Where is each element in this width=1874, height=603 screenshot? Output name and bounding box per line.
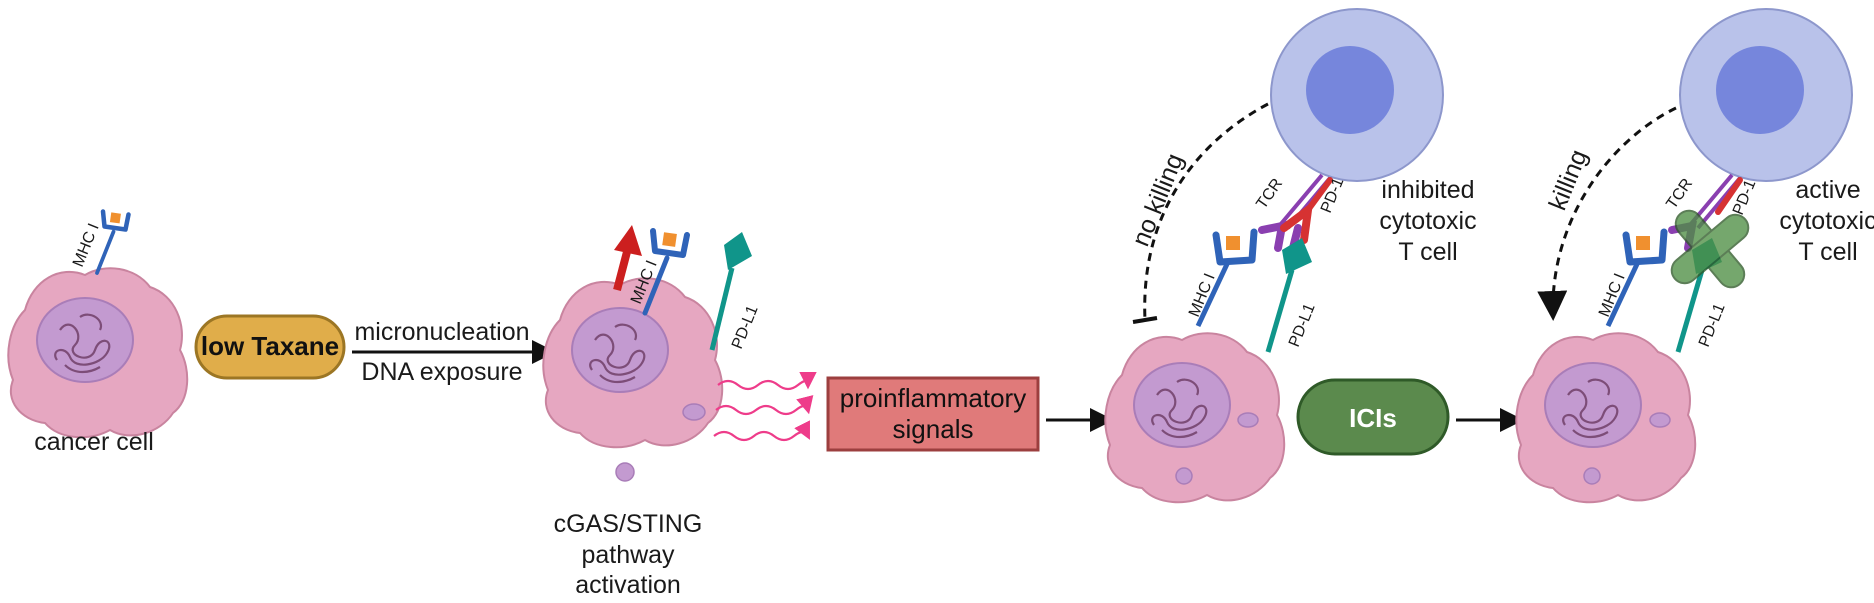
mhc-label-1: MHC I — [70, 221, 103, 269]
proinflammatory-label-2: signals — [893, 414, 974, 444]
inhibited-label-1: inhibited — [1381, 176, 1474, 204]
tcr-label-3: TCR — [1253, 176, 1286, 213]
micronucleus — [1649, 412, 1671, 428]
low-taxane-pill — [194, 314, 346, 380]
killing-label: killing — [1544, 146, 1593, 214]
micronucleus — [615, 462, 635, 482]
mhc-receptor-1 — [97, 212, 129, 274]
inhibited-t-cell — [1270, 8, 1444, 182]
micronucleus — [1237, 412, 1259, 428]
pdl1-label-2: PD-L1 — [729, 303, 762, 352]
proinflammatory-box — [826, 376, 1040, 452]
dna-exposure-label: DNA exposure — [361, 358, 522, 386]
cgas-label-1: cGAS/STING — [554, 510, 703, 538]
pdl1-ligand-3 — [1265, 238, 1312, 353]
checkpoint-block-x — [1670, 209, 1750, 289]
low-taxane-label: low Taxane — [201, 331, 339, 361]
no-killing-arc — [1143, 102, 1269, 321]
icis-label: ICIs — [1349, 403, 1397, 433]
cgas-label-3: activation — [575, 571, 681, 598]
micronucleation-label: micronucleation — [354, 318, 529, 346]
mhc-receptor-4 — [1605, 228, 1668, 328]
inhibited-label-2: cytotoxic — [1379, 207, 1476, 235]
cancer-cell-label: cancer cell — [34, 428, 154, 456]
micronucleus — [682, 403, 706, 421]
micronucleus — [1175, 467, 1193, 485]
active-t-cell — [1679, 8, 1853, 182]
cgas-label-2: pathway — [581, 541, 675, 569]
pd1-receptor-3 — [1280, 177, 1333, 244]
cancer-cell-2 — [542, 277, 724, 449]
active-label-1: active — [1795, 176, 1860, 204]
micronucleus — [1583, 467, 1601, 485]
pd1-receptor-4 — [1715, 177, 1743, 215]
upregulation-arrow — [613, 225, 642, 292]
proinflammatory-label-1: proinflammatory — [840, 383, 1026, 413]
tcr-label-4: TCR — [1663, 176, 1696, 213]
pdl1-label-4: PD-L1 — [1696, 301, 1729, 350]
inhibition-bar — [1132, 316, 1158, 324]
active-label-3: T cell — [1798, 238, 1857, 266]
signal-waves — [713, 371, 817, 442]
pdl1-label-3: PD-L1 — [1286, 301, 1319, 350]
inhibited-label-3: T cell — [1398, 238, 1457, 266]
no-killing-label: no killing — [1127, 150, 1189, 251]
icis-pill — [1296, 378, 1450, 456]
killing-arc — [1537, 106, 1677, 321]
active-label-2: cytotoxic — [1779, 207, 1874, 235]
cancer-cell-1 — [7, 267, 189, 439]
pdl1-ligand-2 — [709, 232, 752, 351]
mhc-receptor-3 — [1195, 228, 1258, 328]
